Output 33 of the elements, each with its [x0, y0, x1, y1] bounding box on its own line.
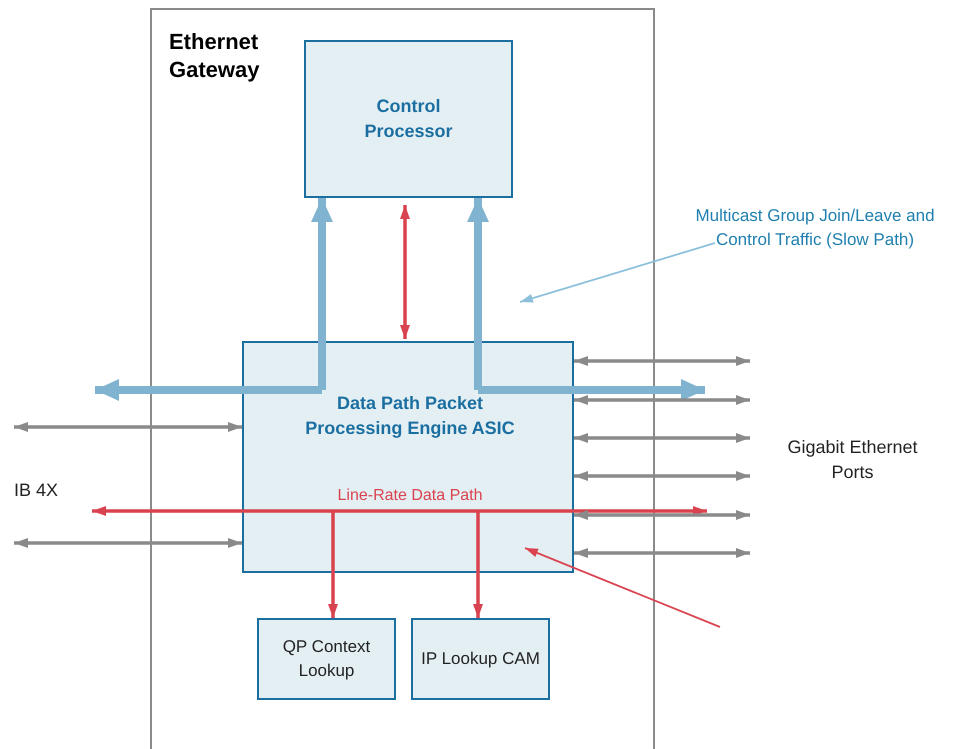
arrow: [92, 506, 405, 516]
arrow: [14, 538, 242, 548]
arrow: [574, 510, 750, 520]
arrow: [95, 379, 322, 401]
block-title: Control Processor: [363, 95, 454, 143]
gateway-frame: [150, 8, 655, 749]
arrow: [14, 422, 242, 432]
block-title: Data Path Packet Processing Engine ASIC: [304, 392, 516, 440]
arrow: [574, 395, 750, 405]
block-title: IP Lookup CAM: [420, 648, 540, 670]
arrow: [328, 511, 338, 618]
block-title: QP Context Lookup: [282, 636, 372, 682]
arrow: [311, 198, 333, 390]
port-label: IB 4X: [14, 479, 58, 502]
arrow: [574, 471, 750, 481]
lookup-box: [411, 618, 550, 700]
arrow: [467, 198, 489, 390]
gateway-title: Ethernet Gateway: [169, 28, 260, 84]
port-label: Gigabit Ethernet Ports: [786, 436, 919, 484]
arrow: [400, 205, 410, 339]
path-label: Line-Rate Data Path: [336, 486, 484, 506]
engine-box: [242, 341, 574, 573]
arrow: [574, 433, 750, 443]
processor-box: [304, 40, 513, 198]
lookup-box: [257, 618, 396, 700]
arrow: [473, 511, 483, 618]
arrow: [405, 506, 707, 516]
leader-arrow: [520, 242, 716, 303]
arrow: [574, 356, 750, 366]
callout-text: Multicast Group Join/Leave and Control Traffic (Slow Path): [695, 204, 935, 250]
arrow: [478, 379, 705, 401]
leader-arrow: [524, 547, 720, 628]
arrow: [574, 548, 750, 558]
